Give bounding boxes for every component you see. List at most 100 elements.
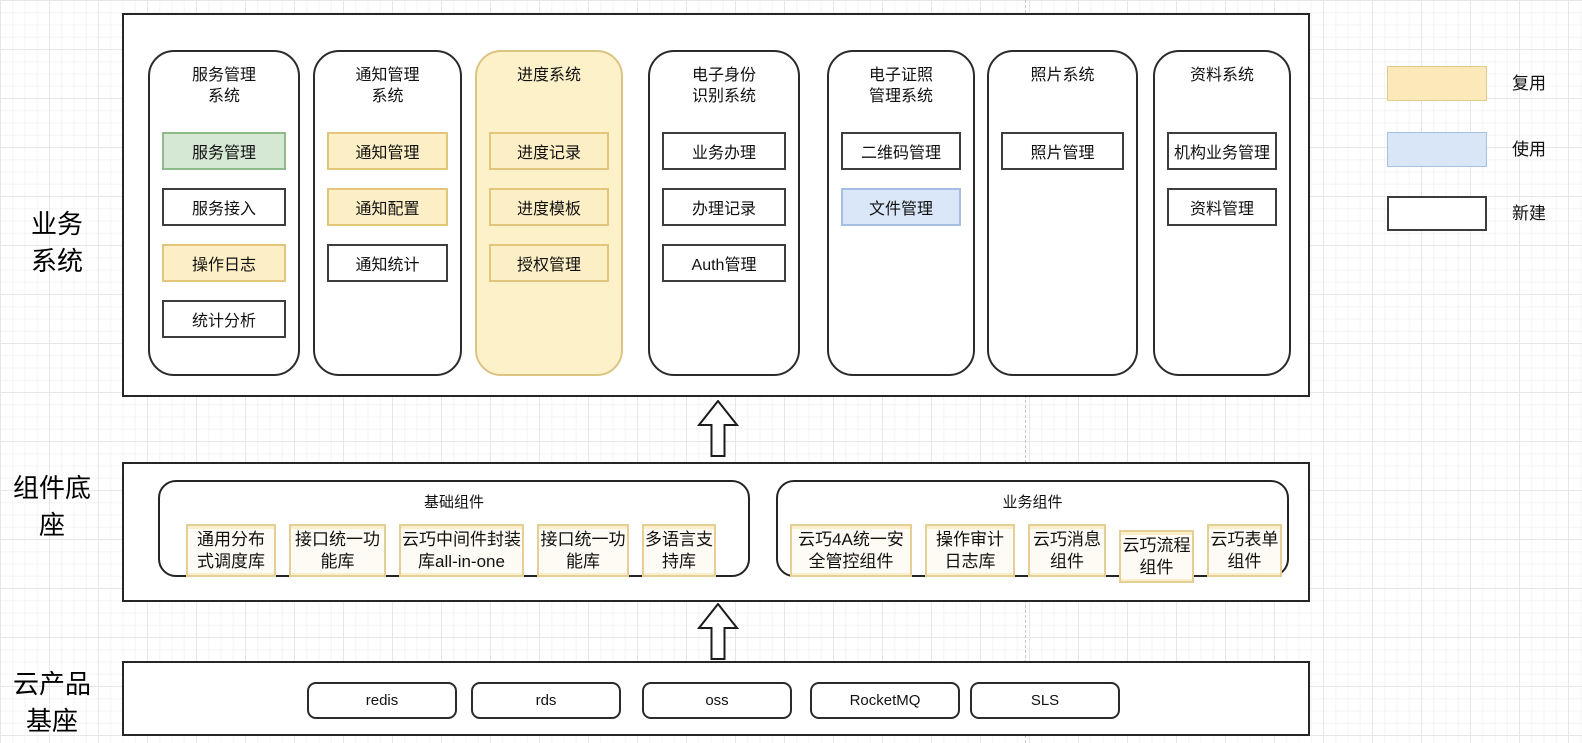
component-box[interactable]: 云巧流程组件	[1119, 530, 1194, 583]
module-box[interactable]: 照片管理	[1001, 132, 1124, 170]
module-label: 机构业务管理	[1173, 145, 1270, 162]
business-components-group[interactable]: 业务组件 云巧4A统一安全管控组件操作审计日志库云巧消息组件云巧流程组件云巧表单…	[776, 480, 1289, 583]
up-arrow-icon	[697, 400, 739, 457]
cloud-product-base-container[interactable]: redis rds oss RocketMQ SLS	[122, 661, 1310, 736]
component-label: 云巧消息组件	[1030, 528, 1104, 573]
system-title: 通知管理 系统	[355, 67, 420, 105]
component-label: 接口统一功能库	[291, 528, 384, 573]
legend-label-reuse: 复用	[1512, 74, 1546, 93]
module-label: 文件管理	[868, 201, 933, 218]
component-box[interactable]: 云巧4A统一安全管控组件	[790, 524, 912, 577]
component-label: 云巧流程组件	[1121, 534, 1192, 579]
module-box[interactable]: 通知统计	[327, 244, 448, 282]
component-label: 通用分布式调度库	[188, 528, 274, 573]
system-modules: 服务管理服务接入操作日志统计分析	[162, 132, 286, 338]
component-box[interactable]: 接口统一功能库	[537, 524, 629, 577]
system-column-3[interactable]: 进度系统进度记录进度模板授权管理	[475, 50, 623, 376]
cloud-product-label: RocketMQ	[849, 692, 921, 709]
module-label: 通知管理	[355, 145, 420, 162]
component-label: 接口统一功能库	[539, 528, 627, 573]
cloud-product-box[interactable]: rds	[471, 682, 621, 719]
module-label: 进度模板	[516, 201, 581, 218]
module-box[interactable]: 资料管理	[1167, 188, 1277, 226]
system-title: 资料系统	[1189, 67, 1254, 84]
component-label: 云巧表单组件	[1209, 528, 1280, 573]
module-box[interactable]: 统计分析	[162, 300, 286, 338]
module-box[interactable]: 文件管理	[841, 188, 961, 226]
legend-swatch-reuse	[1387, 66, 1487, 101]
module-label: 通知统计	[355, 257, 420, 274]
module-label: 资料管理	[1189, 201, 1254, 218]
component-box[interactable]: 多语言支持库	[642, 524, 716, 577]
group-title: 基础组件	[423, 494, 484, 511]
section-label-cloud-product-base: 云产品基座	[12, 669, 91, 736]
module-box[interactable]: 通知配置	[327, 188, 448, 226]
system-modules: 二维码管理文件管理	[841, 132, 961, 226]
cloud-product-label: SLS	[1030, 692, 1060, 709]
system-title: 照片系统	[1030, 67, 1095, 84]
module-box[interactable]: 服务管理	[162, 132, 286, 170]
cloud-product-label: oss	[705, 692, 729, 709]
module-label: 通知配置	[355, 201, 420, 218]
section-label-business-systems: 业务系统	[30, 209, 83, 276]
system-column-5[interactable]: 电子证照 管理系统二维码管理文件管理	[827, 50, 975, 376]
component-label: 多语言支持库	[644, 528, 714, 573]
system-modules: 进度记录进度模板授权管理	[489, 132, 609, 282]
section-label-component-base: 组件底座	[12, 473, 91, 540]
component-label: 云巧4A统一安全管控组件	[792, 528, 910, 573]
system-column-4[interactable]: 电子身份 识别系统业务办理办理记录 Auth管理	[648, 50, 800, 376]
module-box[interactable]: 机构业务管理	[1167, 132, 1277, 170]
module-label: 服务管理	[191, 145, 256, 162]
module-label: 办理记录	[691, 201, 756, 218]
component-label: 云巧中间件封装库all-in-one	[401, 528, 522, 573]
module-box[interactable]: 办理记录	[662, 188, 786, 226]
module-box[interactable]: 服务接入	[162, 188, 286, 226]
system-column-2[interactable]: 通知管理 系统通知管理通知配置通知统计	[313, 50, 462, 376]
system-column-6[interactable]: 照片系统照片管理	[987, 50, 1138, 376]
module-box[interactable]: 业务办理	[662, 132, 786, 170]
component-box[interactable]: 云巧中间件封装库all-in-one	[399, 524, 524, 577]
component-box[interactable]: 通用分布式调度库	[186, 524, 276, 577]
module-label: 服务接入	[191, 201, 256, 218]
system-modules: 业务办理办理记录 Auth管理	[662, 132, 786, 282]
component-box[interactable]: 云巧表单组件	[1207, 524, 1282, 577]
system-column-7[interactable]: 资料系统机构业务管理资料管理	[1153, 50, 1291, 376]
module-box[interactable]: 进度模板	[489, 188, 609, 226]
system-title: 电子身份 识别系统	[691, 67, 756, 105]
component-box[interactable]: 接口统一功能库	[289, 524, 386, 577]
system-modules: 照片管理	[1001, 132, 1124, 170]
module-box[interactable]: 二维码管理	[841, 132, 961, 170]
module-label: 操作日志	[191, 257, 256, 274]
system-column-1[interactable]: 服务管理 系统服务管理服务接入操作日志统计分析	[148, 50, 300, 376]
group-items: 云巧4A统一安全管控组件操作审计日志库云巧消息组件云巧流程组件云巧表单组件	[778, 524, 1287, 583]
component-box[interactable]: 云巧消息组件	[1028, 524, 1106, 577]
cloud-product-box[interactable]: SLS	[970, 682, 1120, 719]
legend-swatch-new	[1387, 196, 1487, 231]
system-title: 服务管理 系统	[191, 67, 256, 105]
module-label: 二维码管理	[860, 145, 941, 162]
cloud-product-box[interactable]: redis	[307, 682, 457, 719]
module-box[interactable]: Auth管理	[662, 244, 786, 282]
module-label: 照片管理	[1030, 145, 1095, 162]
system-modules: 机构业务管理资料管理	[1167, 132, 1277, 226]
module-label: 进度记录	[516, 145, 581, 162]
module-box[interactable]: 通知管理	[327, 132, 448, 170]
cloud-product-box[interactable]: RocketMQ	[810, 682, 960, 719]
module-label: 业务办理	[691, 145, 756, 162]
module-box[interactable]: 授权管理	[489, 244, 609, 282]
component-label: 操作审计日志库	[927, 528, 1013, 573]
cloud-product-box[interactable]: oss	[642, 682, 792, 719]
module-box[interactable]: 进度记录	[489, 132, 609, 170]
cloud-product-label: redis	[365, 692, 399, 709]
legend-label-new: 新建	[1512, 204, 1546, 223]
system-title: 进度系统	[516, 67, 581, 84]
module-label: 统计分析	[191, 313, 256, 330]
business-systems-container[interactable]: 服务管理 系统服务管理服务接入操作日志统计分析通知管理 系统通知管理通知配置通知…	[122, 13, 1310, 397]
module-label: 授权管理	[516, 257, 581, 274]
component-box[interactable]: 操作审计日志库	[925, 524, 1015, 577]
module-box[interactable]: 操作日志	[162, 244, 286, 282]
